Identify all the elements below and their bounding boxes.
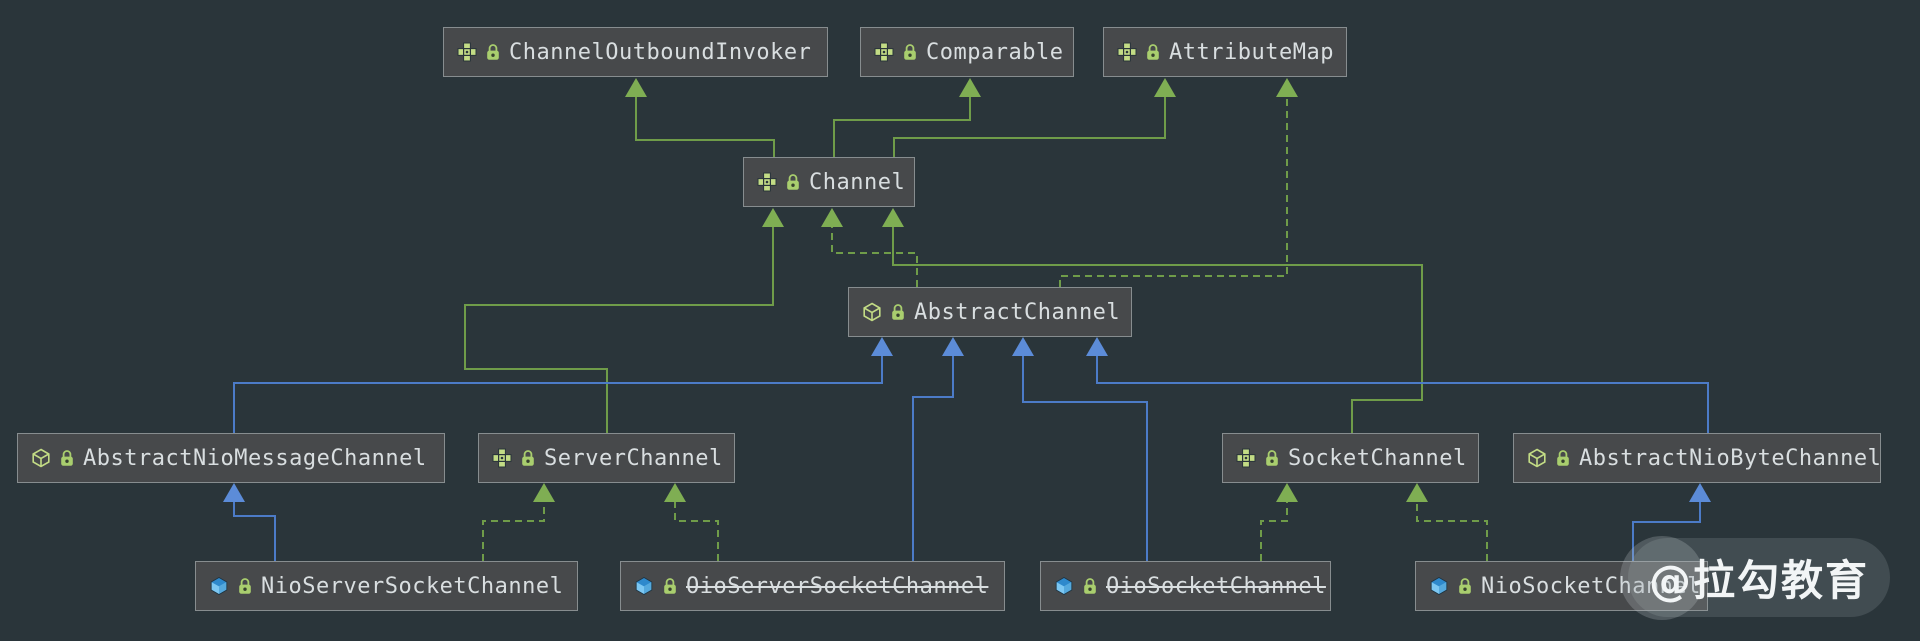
class-icon	[1055, 577, 1073, 595]
watermark-badge: @拉勾教育	[1620, 536, 1890, 620]
abstract-class-node-abstract-nio-byte-channel[interactable]: AbstractNioByteChannel	[1513, 433, 1881, 483]
class-node-nio-socket-channel[interactable]: NioSocketChannel	[1415, 561, 1708, 611]
edge-niosocketchannel-extends-abstractniobytechannel	[1632, 501, 1701, 561]
lock-icon	[1265, 450, 1279, 467]
abstract-class-node-abstract-channel[interactable]: AbstractChannel	[848, 287, 1132, 337]
class-icon	[1430, 577, 1448, 595]
node-label: Comparable	[926, 39, 1064, 65]
edge-oioserversocketchannel-extends-abstractchannel	[912, 355, 954, 561]
lock-icon	[1083, 578, 1097, 595]
node-label: AbstractNioMessageChannel	[83, 445, 427, 471]
class-icon	[210, 577, 228, 595]
edge-channel-extends-comparable	[833, 96, 971, 157]
edge-oiosocketchannel-implements-socketchannel	[1260, 501, 1288, 561]
edge-oiosocketchannel-extends-abstractchannel	[1022, 355, 1148, 561]
watermark-text: @拉勾教育	[1648, 556, 1869, 605]
lock-icon	[786, 174, 800, 191]
node-label: AbstractNioByteChannel	[1579, 445, 1882, 471]
arrowhead	[762, 208, 784, 227]
interface-icon	[1117, 42, 1137, 62]
interface-icon	[874, 42, 894, 62]
interface-node-attribute-map[interactable]: AttributeMap	[1103, 27, 1347, 77]
node-label: ServerChannel	[544, 445, 723, 471]
edge-channel-extends-attributemap	[893, 96, 1166, 157]
arrowhead	[223, 483, 245, 502]
arrowhead	[1012, 337, 1034, 356]
lock-icon	[663, 578, 677, 595]
interface-icon	[757, 172, 777, 192]
class-node-nio-server-socket-channel[interactable]: NioServerSocketChannel	[195, 561, 578, 611]
node-label: Channel	[809, 169, 906, 195]
interface-icon	[1236, 448, 1256, 468]
node-label: AttributeMap	[1169, 39, 1334, 65]
abstract-class-icon	[32, 448, 50, 468]
edge-nioserversocketchannel-implements-serverchannel	[482, 501, 545, 561]
class-node-oio-server-socket-channel[interactable]: OioServerSocketChannel	[620, 561, 1005, 611]
arrowhead	[1086, 337, 1108, 356]
node-label: NioServerSocketChannel	[261, 573, 564, 599]
lock-icon	[238, 578, 252, 595]
edge-niosocketchannel-implements-socketchannel	[1416, 501, 1488, 561]
node-label: AbstractChannel	[914, 299, 1121, 325]
arrowhead	[625, 78, 647, 97]
abstract-class-icon	[1528, 448, 1546, 468]
arrowhead	[1276, 78, 1298, 97]
node-label: ChannelOutboundInvoker	[509, 39, 812, 65]
interface-node-channel-outbound-invoker[interactable]: ChannelOutboundInvoker	[443, 27, 828, 77]
watermark-circle	[1620, 536, 1704, 620]
edge-serverchannel-extends-channel	[464, 226, 774, 433]
arrowhead	[959, 78, 981, 97]
abstract-class-icon	[863, 302, 881, 322]
node-label: SocketChannel	[1288, 445, 1467, 471]
edge-abstractchannel-implements-attributemap	[1059, 96, 1288, 287]
edge-channel-extends-channeloutboundinvoker	[635, 96, 775, 157]
lock-icon	[903, 44, 917, 61]
lock-icon	[60, 450, 74, 467]
edge-abstractchannel-implements-channel	[831, 226, 918, 287]
node-label: NioSocketChannel	[1481, 573, 1701, 599]
edge-oioserversocketchannel-implements-serverchannel	[674, 501, 719, 561]
lock-icon	[1146, 44, 1160, 61]
edge-nioserversocketchannel-extends-abstractniomessagechannel	[233, 501, 276, 561]
node-label: OioServerSocketChannel	[686, 573, 989, 599]
edge-socketchannel-extends-channel	[892, 226, 1423, 433]
lock-icon	[891, 304, 905, 321]
edge-abstractniomessagechannel-extends-abstractchannel	[233, 355, 883, 433]
arrowhead	[1406, 483, 1428, 502]
interface-icon	[457, 42, 477, 62]
abstract-class-node-abstract-nio-message-channel[interactable]: AbstractNioMessageChannel	[17, 433, 445, 483]
arrowhead	[1689, 483, 1711, 502]
interface-node-comparable[interactable]: Comparable	[860, 27, 1074, 77]
interface-node-channel[interactable]: Channel	[743, 157, 915, 207]
arrowhead	[882, 208, 904, 227]
lock-icon	[486, 44, 500, 61]
lock-icon	[1458, 578, 1472, 595]
lock-icon	[1556, 450, 1570, 467]
arrowhead	[533, 483, 555, 502]
class-node-oio-socket-channel[interactable]: OioSocketChannel	[1040, 561, 1331, 611]
arrowhead	[1154, 78, 1176, 97]
class-icon	[635, 577, 653, 595]
lock-icon	[521, 450, 535, 467]
arrowhead	[664, 483, 686, 502]
interface-node-socket-channel[interactable]: SocketChannel	[1222, 433, 1479, 483]
edge-abstractniobytechannel-extends-abstractchannel	[1096, 355, 1709, 433]
arrowhead	[942, 337, 964, 356]
interface-node-server-channel[interactable]: ServerChannel	[478, 433, 735, 483]
arrowhead	[1276, 483, 1298, 502]
node-label: OioSocketChannel	[1106, 573, 1326, 599]
arrowhead	[871, 337, 893, 356]
arrowhead	[821, 208, 843, 227]
interface-icon	[492, 448, 512, 468]
